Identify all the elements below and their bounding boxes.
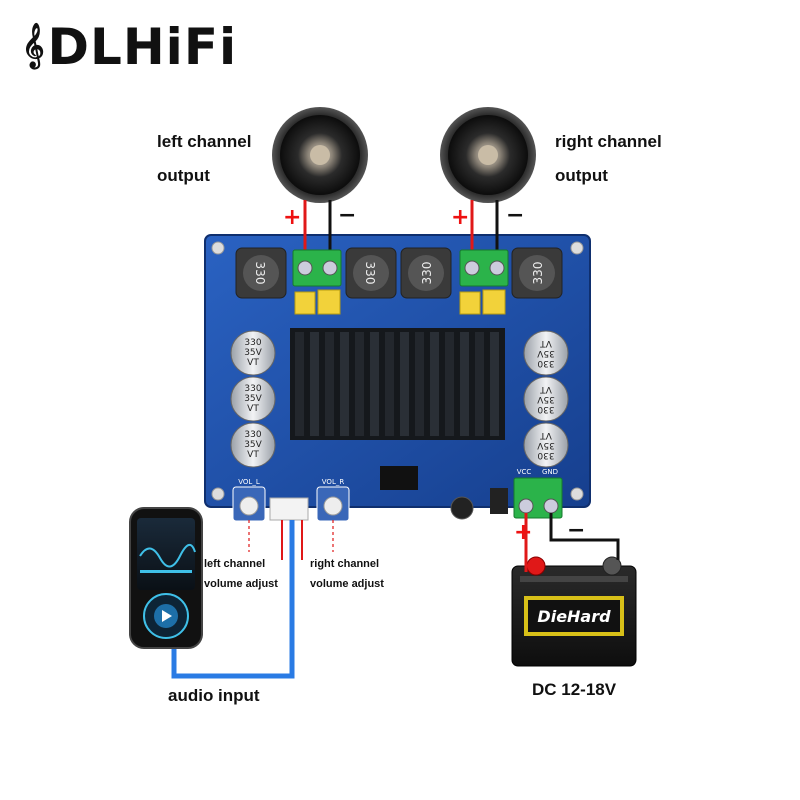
heatsink-fin	[490, 332, 499, 436]
right-plus-mark: +	[451, 205, 470, 230]
heatsink-fin	[325, 332, 334, 436]
heatsink-fin	[310, 332, 319, 436]
left-minus-mark: −	[338, 203, 357, 228]
film-capacitors	[294, 289, 506, 315]
capacitor-marking: 33035VVT	[536, 384, 554, 414]
inductor-marking-4: 330	[531, 262, 545, 285]
svg-text:330: 330	[531, 262, 545, 285]
terminal-label-vcc: VCC	[517, 468, 532, 476]
right-output-terminal	[459, 249, 509, 287]
heatsink-fin	[415, 332, 424, 436]
left-speaker	[272, 107, 368, 203]
left-volume-potentiometer	[232, 486, 266, 522]
right-volume-label-line2: volume adjust	[310, 578, 384, 590]
small-capacitor	[450, 496, 474, 520]
heatsink-fin	[355, 332, 364, 436]
heatsink-fin	[400, 332, 409, 436]
heatsink-fin	[460, 332, 469, 436]
heatsink-fin	[340, 332, 349, 436]
heatsink-fin	[385, 332, 394, 436]
svg-text:330: 330	[253, 262, 267, 285]
pot-label-left: VOL_L	[238, 478, 260, 486]
inductor-marking-1: 330	[253, 262, 267, 285]
audio-input-label: audio input	[168, 686, 260, 705]
right-output-label-line2: output	[555, 166, 608, 185]
left-volume-label-line1: left channel	[204, 558, 266, 570]
audio-cable	[171, 520, 303, 679]
inductors	[235, 247, 563, 299]
audio-input-connector	[269, 497, 309, 521]
left-output-terminal	[292, 249, 342, 287]
right-minus-mark: −	[506, 203, 525, 228]
power-wires	[524, 513, 620, 572]
brand-logo: 𝄞DLHiFi	[22, 18, 237, 76]
svg-text:330: 330	[420, 262, 434, 285]
power-plus-mark: +	[514, 520, 533, 545]
heatsink	[290, 328, 505, 440]
heatsink-fin	[430, 332, 439, 436]
power-minus-mark: −	[567, 518, 586, 543]
brand-name: DLHiFi	[47, 18, 238, 76]
right-volume-potentiometer	[316, 486, 350, 522]
amplifier-chip	[380, 466, 418, 490]
diode	[490, 488, 508, 514]
heatsink-fin	[445, 332, 454, 436]
right-speaker	[440, 107, 536, 203]
pot-label-right: VOL_R	[322, 478, 345, 486]
left-volume-label-line2: volume adjust	[204, 578, 278, 590]
car-battery	[511, 556, 637, 667]
inductor-marking-2: 330	[363, 262, 377, 285]
electrolytic-capacitors	[230, 330, 569, 468]
heatsink-fin	[370, 332, 379, 436]
power-supply-label: DC 12-18V	[532, 680, 617, 699]
capacitor-marking: 33035VVT	[536, 430, 554, 460]
battery-brand: DieHard	[537, 607, 611, 626]
svg-text:330: 330	[363, 262, 377, 285]
heatsink-fin	[475, 332, 484, 436]
inductor-marking-3: 330	[420, 262, 434, 285]
right-volume-label-line1: right channel	[310, 558, 380, 570]
mp3-player	[129, 507, 203, 649]
left-plus-mark: +	[283, 205, 302, 230]
left-output-label-line1: left channel	[157, 132, 252, 151]
power-terminal	[513, 477, 563, 519]
capacitor-marking: 33035VVT	[536, 338, 554, 368]
treble-clef-icon: 𝄞	[22, 23, 46, 67]
left-output-label-line2: output	[157, 166, 210, 185]
terminal-label-gnd: GND	[542, 468, 558, 476]
heatsink-fin	[295, 332, 304, 436]
right-output-label-line1: right channel	[555, 132, 662, 151]
